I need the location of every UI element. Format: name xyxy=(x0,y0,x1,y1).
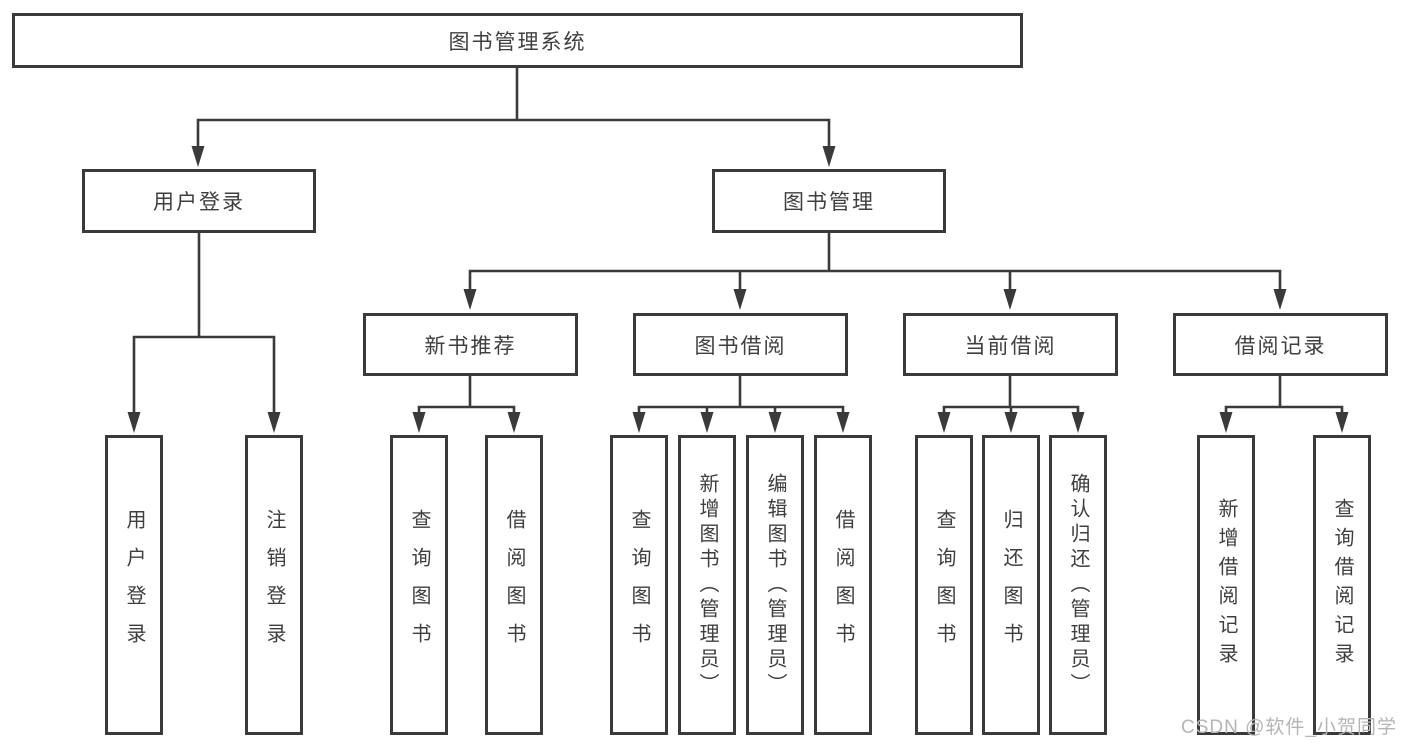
node-leaf-borrow-borrow-label: 借阅图书 xyxy=(832,509,854,661)
node-leaf-borrow-add-label: 新增图书（管理员） xyxy=(696,472,718,698)
node-borrow-records: 借阅记录 xyxy=(1173,313,1388,376)
node-leaf-login: 用户登录 xyxy=(105,435,163,735)
node-leaf-current-return: 归还图书 xyxy=(982,435,1040,735)
node-leaf-current-query: 查询图书 xyxy=(915,435,973,735)
node-leaf-login-label: 用户登录 xyxy=(123,509,145,661)
node-new-book-recommend-label: 新书推荐 xyxy=(424,334,517,358)
node-borrow-records-label: 借阅记录 xyxy=(1234,334,1327,358)
csdn-watermark: CSDN @软件_小贺同学 xyxy=(1181,717,1397,738)
node-book-borrow: 图书借阅 xyxy=(633,313,848,376)
node-leaf-borrow-borrow: 借阅图书 xyxy=(814,435,872,735)
node-leaf-records-add: 新增借阅记录 xyxy=(1197,435,1255,735)
node-leaf-recommend-query-label: 查询图书 xyxy=(408,509,430,661)
node-leaf-current-query-label: 查询图书 xyxy=(933,509,955,661)
node-leaf-borrow-query-label: 查询图书 xyxy=(628,509,650,661)
node-leaf-borrow-query: 查询图书 xyxy=(610,435,668,735)
node-root: 图书管理系统 xyxy=(12,13,1023,68)
node-book-management-label: 图书管理 xyxy=(783,191,875,214)
node-leaf-logout-label: 注销登录 xyxy=(263,509,285,661)
node-leaf-borrow-edit: 编辑图书（管理员） xyxy=(746,435,804,735)
node-root-label: 图书管理系统 xyxy=(448,30,587,54)
node-leaf-borrow-add: 新增图书（管理员） xyxy=(678,435,736,735)
node-leaf-records-query: 查询借阅记录 xyxy=(1313,435,1371,735)
node-book-borrow-label: 图书借阅 xyxy=(694,334,787,358)
node-leaf-current-confirm-label: 确认归还（管理员） xyxy=(1067,472,1089,698)
node-leaf-recommend-borrow: 借阅图书 xyxy=(485,435,543,735)
node-leaf-logout: 注销登录 xyxy=(245,435,303,735)
node-leaf-current-confirm: 确认归还（管理员） xyxy=(1049,435,1107,735)
node-current-borrow-label: 当前借阅 xyxy=(964,334,1057,358)
node-leaf-recommend-query: 查询图书 xyxy=(390,435,448,735)
node-leaf-records-add-label: 新增借阅记录 xyxy=(1215,498,1237,672)
node-book-management: 图书管理 xyxy=(712,169,946,233)
node-leaf-recommend-borrow-label: 借阅图书 xyxy=(503,509,525,661)
node-user-login-label: 用户登录 xyxy=(153,191,245,214)
node-current-borrow: 当前借阅 xyxy=(903,313,1118,376)
node-leaf-borrow-edit-label: 编辑图书（管理员） xyxy=(764,472,786,698)
node-leaf-current-return-label: 归还图书 xyxy=(1000,509,1022,661)
node-leaf-records-query-label: 查询借阅记录 xyxy=(1331,498,1353,672)
node-user-login: 用户登录 xyxy=(82,169,316,233)
node-new-book-recommend: 新书推荐 xyxy=(363,313,578,376)
